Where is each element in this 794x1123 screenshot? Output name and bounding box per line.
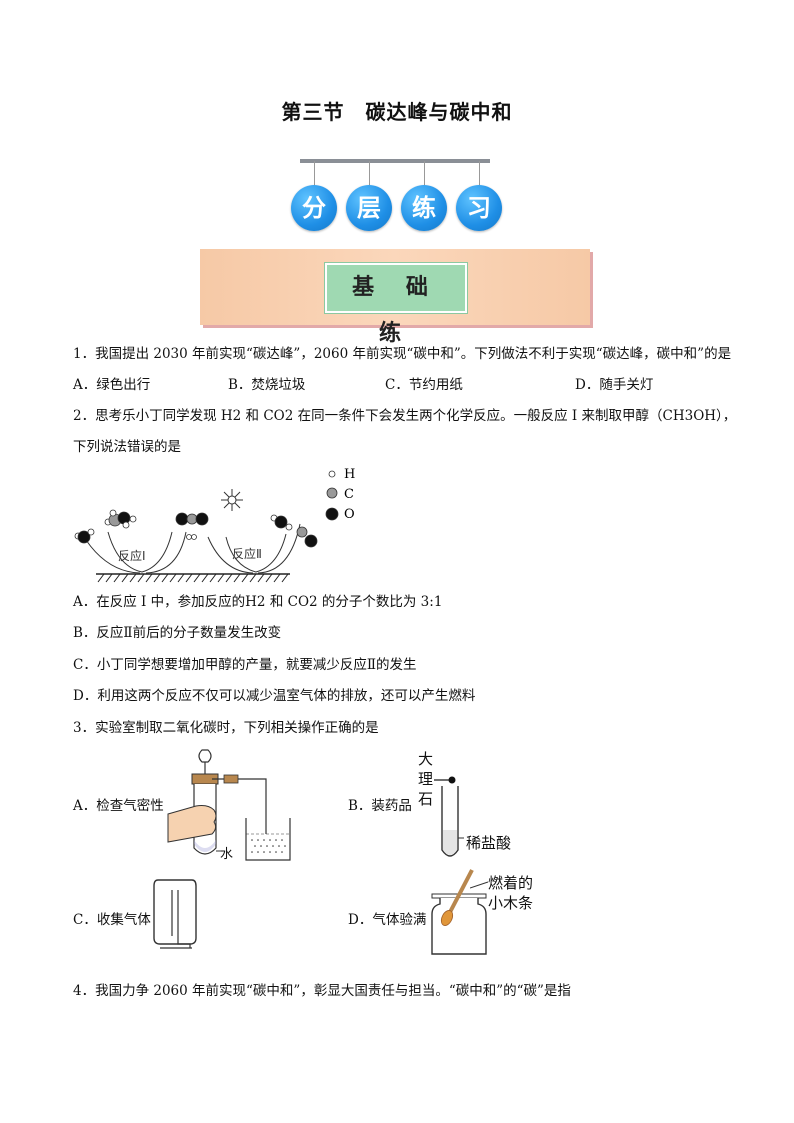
question-1: 1．我国提出 2030 年前实现“碳达峰”，2060 年前实现“碳中和”。下列做…	[73, 346, 732, 362]
badge-fen: 分	[291, 185, 337, 231]
legend-o-label: O	[344, 507, 355, 522]
hanger-string	[424, 161, 425, 187]
q2-option-a: A．在反应 I 中，参加反应的H2 和 CO2 的分子个数比为 3:1	[73, 594, 443, 610]
badge-xi: 习	[456, 185, 502, 231]
marble-piece	[448, 776, 456, 784]
q1-option-b: B．焚烧垃圾	[228, 377, 306, 393]
marble-label-3: 石	[418, 790, 434, 808]
stick-label-1: 燃着的	[488, 874, 534, 892]
co-molecule	[296, 526, 318, 548]
reaction-1-label: 反应Ⅰ	[118, 548, 146, 563]
hand-icon	[167, 805, 217, 843]
acid-label: 稀盐酸	[466, 834, 512, 852]
header-badges: 分 层 练 习	[290, 155, 504, 235]
water-molecule-left	[74, 528, 95, 544]
methanol-molecule	[104, 509, 137, 529]
q1-option-a: A．绿色出行	[73, 377, 151, 393]
question-2-line2: 下列说法错误的是	[73, 439, 181, 455]
q2-option-d: D．利用这两个反应不仅可以减少温室气体的排放，还可以产生燃料	[73, 688, 476, 704]
stick-pointer-line	[470, 881, 489, 889]
q1-option-d: D．随手关灯	[575, 377, 654, 393]
gas-full-test	[431, 869, 487, 955]
sun-icon	[221, 489, 243, 511]
water-label: 水	[220, 847, 234, 862]
question-3: 3．实验室制取二氧化碳时，下列相关操作正确的是	[73, 720, 379, 736]
test-tube-with-marble	[434, 776, 464, 857]
reaction-1-curve-right	[145, 531, 187, 574]
q2-option-b: B．反应Ⅱ前后的分子数量发生改变	[73, 625, 282, 641]
hydrogen-molecule	[186, 534, 197, 540]
legend-o-atom	[325, 507, 339, 521]
question-4: 4．我国力争 2060 年前实现“碳中和”，彰显大国责任与担当。“碳中和”的“碳…	[73, 983, 571, 999]
page-title: 第三节 碳达峰与碳中和	[281, 100, 513, 124]
stick-label-2: 小木条	[488, 894, 534, 912]
hanger-string	[314, 161, 315, 187]
flame-icon	[440, 910, 454, 926]
legend-h-atom	[328, 470, 336, 478]
badge-lian: 练	[401, 185, 447, 231]
beaker-icon	[245, 818, 291, 861]
reaction-2-label: 反应Ⅱ	[232, 546, 262, 561]
water-molecule-right	[270, 514, 293, 531]
legend-h-label: H	[344, 467, 355, 482]
hanger-string	[479, 161, 480, 187]
hanger-bar	[300, 159, 490, 163]
q3-option-d: D．气体验满	[348, 912, 427, 928]
banner-label: 基 础 练	[325, 263, 467, 346]
section-banner: 基 础 练	[200, 249, 590, 346]
reaction-1-curve-inner	[107, 531, 173, 573]
reaction-figure: H C O 反应Ⅰ 反应Ⅱ	[74, 467, 355, 583]
legend-c-atom	[326, 487, 338, 499]
marble-label-2: 理	[418, 770, 434, 788]
reaction-1-curve-left	[85, 539, 141, 574]
wooden-stick	[446, 869, 474, 917]
airtightness-check-apparatus	[167, 749, 291, 861]
q3-option-a: A．检查气密性	[73, 798, 164, 814]
gas-collection-bottle	[153, 879, 197, 949]
reaction-2-curve-inner	[225, 533, 287, 573]
hanger-string	[369, 161, 370, 187]
co2-molecule-1	[175, 512, 209, 526]
funnel-icon	[198, 749, 212, 763]
ground-hatch	[97, 573, 289, 583]
reaction-2-curve-left	[207, 536, 254, 574]
marble-label-1: 大	[418, 750, 434, 768]
q3-option-b: B．装药品	[348, 798, 412, 814]
badge-ceng: 层	[346, 185, 392, 231]
q2-option-c: C．小丁同学想要增加甲醇的产量，就要减少反应Ⅱ的发生	[73, 657, 417, 673]
q3-option-c: C．收集气体	[73, 912, 151, 928]
reaction-2-curve-right	[257, 523, 301, 574]
q1-option-c: C．节约用纸	[385, 377, 463, 393]
legend-c-label: C	[344, 487, 354, 502]
delivery-tube	[212, 778, 267, 838]
question-2-line1: 2．思考乐小丁同学发现 H2 和 CO2 在同一条件下会发生两个化学反应。一般反…	[73, 408, 737, 424]
